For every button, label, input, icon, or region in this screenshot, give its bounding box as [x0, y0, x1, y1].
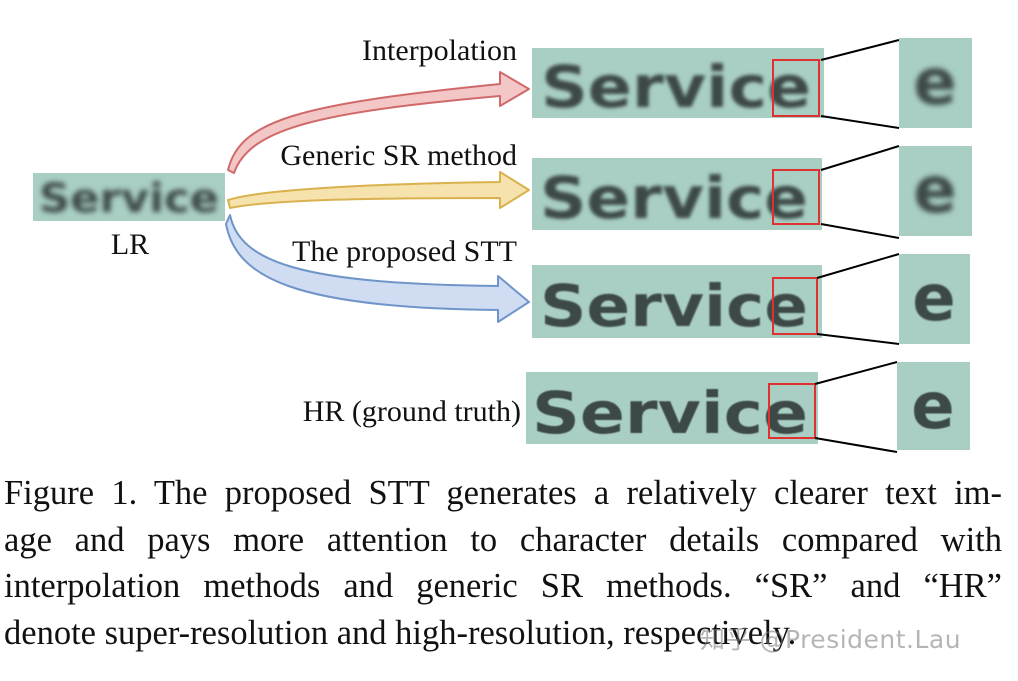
interpolation-word: Service — [541, 53, 811, 121]
generic-sr-highlight-box — [772, 169, 820, 225]
hr-zoom-image: e — [897, 362, 970, 450]
proposed-stt-zoom-letter: e — [912, 262, 955, 336]
caption-line: interpolation methods and generic SR met… — [4, 567, 1002, 605]
hr-image: Service — [526, 372, 818, 447]
hr-label: HR (ground truth) — [303, 395, 521, 428]
interpolation-highlight-box — [772, 59, 820, 117]
proposed-stt-highlight-box — [772, 277, 818, 335]
interpolation-zoom-letter: e — [913, 46, 956, 120]
proposed-stt-arrow — [225, 214, 530, 323]
lr-label: LR — [111, 228, 149, 261]
proposed-stt-word: Service — [540, 272, 808, 340]
caption-line: denote super-resolution and high-resolut… — [4, 613, 797, 652]
generic-sr-arrow — [227, 171, 530, 209]
caption-line: age and pays more attention to character… — [4, 520, 1002, 559]
hr-highlight-box — [768, 383, 816, 439]
figure-caption: Figure 1. The proposed STT generates a r… — [4, 470, 1002, 656]
generic-sr-zoom-image: e — [899, 146, 972, 236]
generic-sr-label: Generic SR method — [280, 139, 517, 172]
proposed-stt-label: The proposed STT — [292, 235, 517, 268]
interpolation-arrow — [227, 71, 530, 174]
caption-line: Figure 1. The proposed STT generates a r… — [4, 474, 1002, 512]
generic-sr-zoom-letter: e — [913, 154, 956, 228]
proposed-stt-zoom-image: e — [899, 254, 970, 344]
proposed-stt-result-image: Service — [532, 265, 822, 340]
lr-image: Service — [33, 173, 225, 222]
interpolation-label: Interpolation — [362, 34, 517, 67]
figure-diagram: Service LR Interpolation Generic SR meth… — [33, 34, 972, 453]
lr-word: Service — [39, 176, 219, 222]
hr-word: Service — [532, 379, 808, 447]
interpolation-zoom-image: e — [899, 38, 972, 128]
interpolation-result-image: Service — [532, 48, 824, 121]
watermark: 知乎 @President.Lau — [700, 625, 962, 654]
generic-sr-result-image: Service — [532, 158, 822, 232]
generic-sr-word: Service — [540, 164, 808, 232]
hr-zoom-letter: e — [911, 370, 954, 444]
